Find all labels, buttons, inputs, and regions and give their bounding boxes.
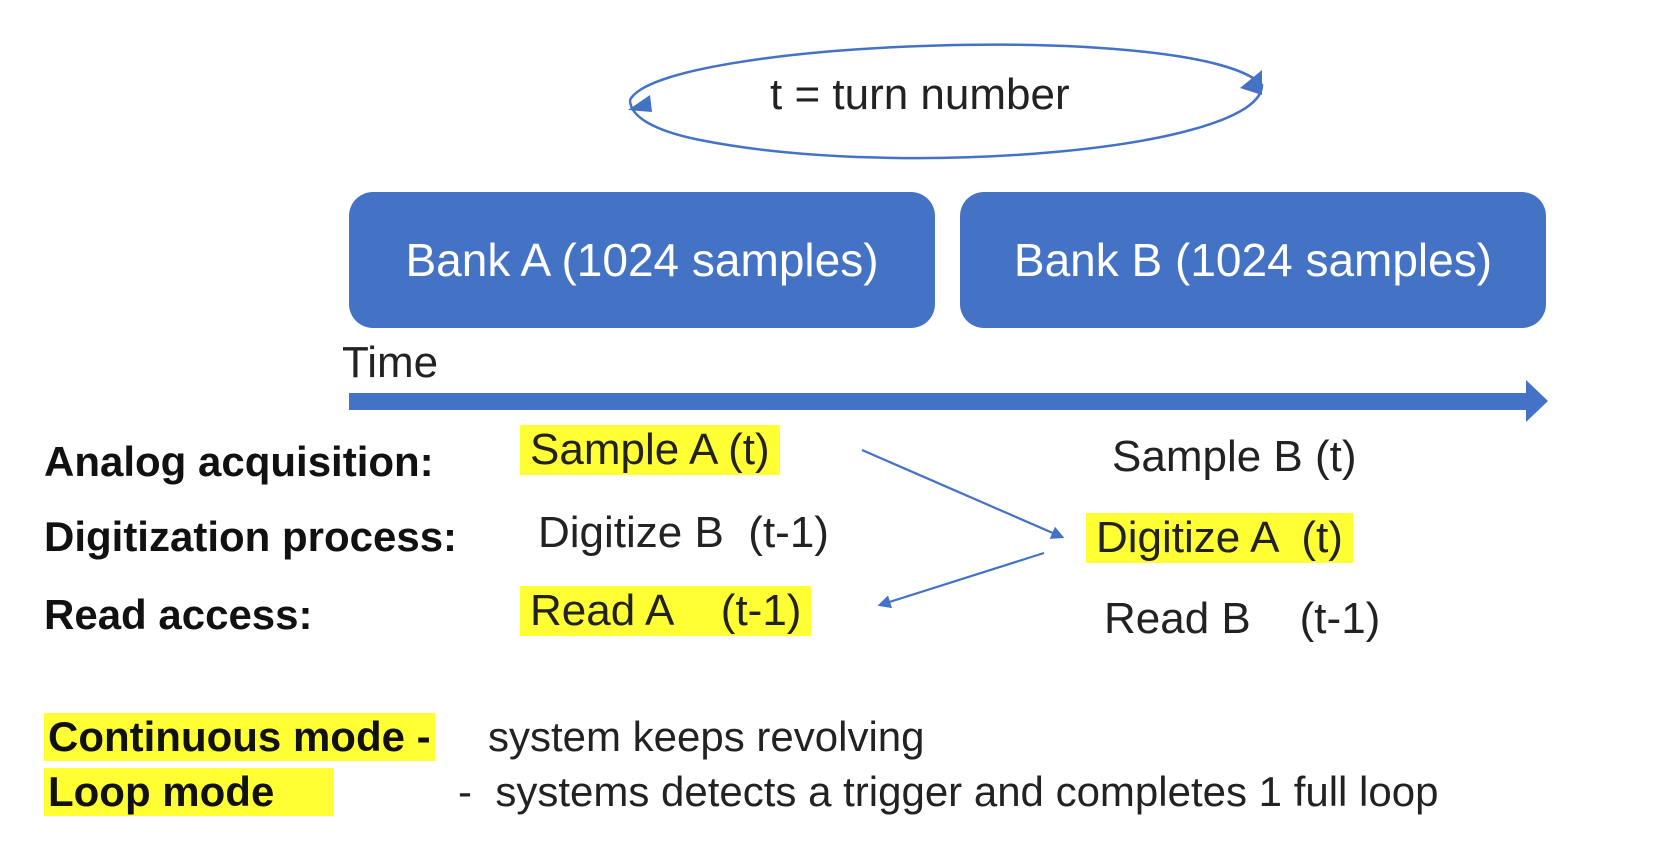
time-label: Time [342, 338, 439, 387]
cell-digitize-a: Digitize A (t) [1086, 513, 1353, 563]
mode-desc-loop: - systems detects a trigger and complete… [458, 768, 1439, 815]
mode-label-continuous: Continuous mode - [44, 713, 435, 761]
timeline-shaft [349, 393, 1529, 410]
loop-arrowhead-left [628, 95, 652, 112]
cell-read-b: Read B (t-1) [1104, 594, 1381, 643]
flow-arrow-sample-to-digitize [861, 448, 1065, 539]
cell-sample-a: Sample A (t) [520, 425, 780, 475]
row-label-digitization-process: Digitization process: [44, 513, 458, 560]
mode-desc-continuous: system keeps revolving [488, 713, 925, 760]
cell-sample-b: Sample B (t) [1112, 432, 1357, 481]
loop-ellipse [628, 43, 1264, 160]
row-label-read-access: Read access: [44, 591, 313, 638]
loop-arrowhead-right [1240, 70, 1262, 95]
bank-a-box: Bank A (1024 samples) [349, 192, 935, 328]
cell-digitize-b: Digitize B (t-1) [538, 508, 829, 557]
mode-label-loop: Loop mode [44, 768, 335, 816]
flow-arrow-digitize-to-read [877, 551, 1045, 609]
row-label-analog-acquisition: Analog acquisition: [44, 438, 434, 485]
timeline-arrowhead [1526, 380, 1548, 422]
cell-read-a: Read A (t-1) [520, 586, 812, 636]
loop-label: t = turn number [770, 70, 1070, 119]
bank-b-box: Bank B (1024 samples) [960, 192, 1546, 328]
